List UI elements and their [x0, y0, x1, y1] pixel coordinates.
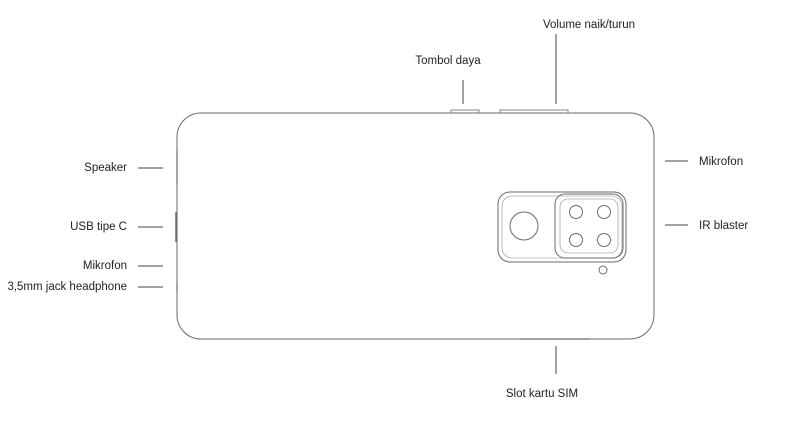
label-jack: 3,5mm jack headphone	[7, 281, 127, 293]
label-volume: Volume naik/turun	[542, 19, 636, 31]
camera-island-outer	[497, 191, 627, 263]
camera-module	[497, 191, 627, 275]
flash	[598, 265, 608, 275]
label-speaker: Speaker	[84, 162, 127, 174]
lens-bottom-left	[569, 233, 583, 247]
power-button	[450, 109, 480, 114]
lens-bottom-right	[597, 233, 611, 247]
label-mic-right: Mikrofon	[699, 156, 744, 168]
lens-cluster-inner	[559, 198, 619, 254]
phone-body	[176, 112, 655, 340]
label-sim-slot: Slot kartu SIM	[505, 388, 579, 400]
lens-top-right	[597, 205, 611, 219]
label-ir-blaster: IR blaster	[699, 220, 749, 232]
label-power-button: Tombol daya	[415, 55, 481, 67]
label-mic-left: Mikrofon	[82, 260, 127, 272]
lens-top-left	[569, 205, 583, 219]
volume-button	[499, 109, 569, 114]
label-usb: USB tipe C	[70, 221, 127, 233]
main-lens	[509, 211, 539, 241]
lens-cluster-outer	[554, 193, 624, 259]
